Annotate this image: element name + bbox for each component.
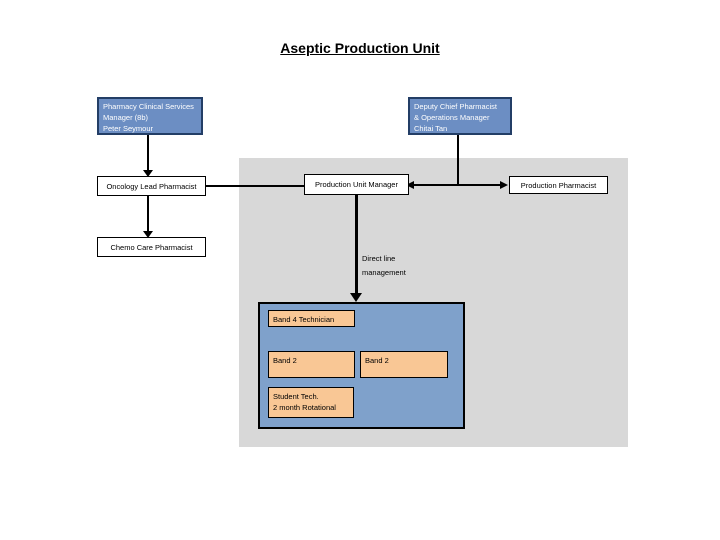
- connector-manager-to-pharmacist: [412, 184, 506, 186]
- connector-deputy-down: [457, 135, 459, 185]
- node-label: Production Pharmacist: [520, 180, 597, 190]
- page-title: Aseptic Production Unit: [280, 40, 440, 56]
- node-deputy-chief-pharmacist: Deputy Chief Pharmacist & Operations Man…: [408, 97, 512, 135]
- node-chemo-care-pharmacist: Chemo Care Pharmacist: [97, 237, 206, 257]
- connector-oncology-to-production-manager: [206, 185, 304, 187]
- node-label: Deputy Chief Pharmacist & Operations Man…: [414, 102, 497, 133]
- node-label: Band 2: [273, 356, 297, 365]
- node-label: Production Unit Manager: [315, 180, 398, 189]
- arrow-down-icon: [350, 293, 362, 302]
- arrow-left-icon: [406, 181, 414, 189]
- node-pharmacy-clinical-services-manager: Pharmacy Clinical Services Manager (8b) …: [97, 97, 203, 135]
- node-band2-left: Band 2: [268, 351, 355, 378]
- node-production-unit-manager: Production Unit Manager: [304, 174, 409, 195]
- connector-pharmacy-to-oncology: [147, 135, 149, 171]
- node-label: Pharmacy Clinical Services Manager (8b) …: [103, 102, 194, 133]
- node-label: Chemo Care Pharmacist: [110, 242, 193, 252]
- node-label: Oncology Lead Pharmacist: [106, 181, 197, 191]
- node-band2-right: Band 2: [360, 351, 448, 378]
- node-label: Student Tech. 2 month Rotational: [273, 392, 336, 413]
- arrow-down-icon: [143, 231, 153, 238]
- connector-manager-to-team: [355, 195, 358, 294]
- node-student-tech: Student Tech. 2 month Rotational: [268, 387, 354, 418]
- node-oncology-lead-pharmacist: Oncology Lead Pharmacist: [97, 176, 206, 196]
- arrow-down-icon: [143, 170, 153, 177]
- node-label: Band 2: [365, 356, 389, 365]
- connector-oncology-to-chemo: [147, 196, 149, 232]
- arrow-right-icon: [500, 181, 508, 189]
- node-production-pharmacist: Production Pharmacist: [509, 176, 608, 194]
- direct-line-management-label: Direct line management: [362, 254, 406, 277]
- node-label: Band 4 Technician: [273, 315, 335, 324]
- node-band4-technician: Band 4 Technician: [268, 310, 355, 327]
